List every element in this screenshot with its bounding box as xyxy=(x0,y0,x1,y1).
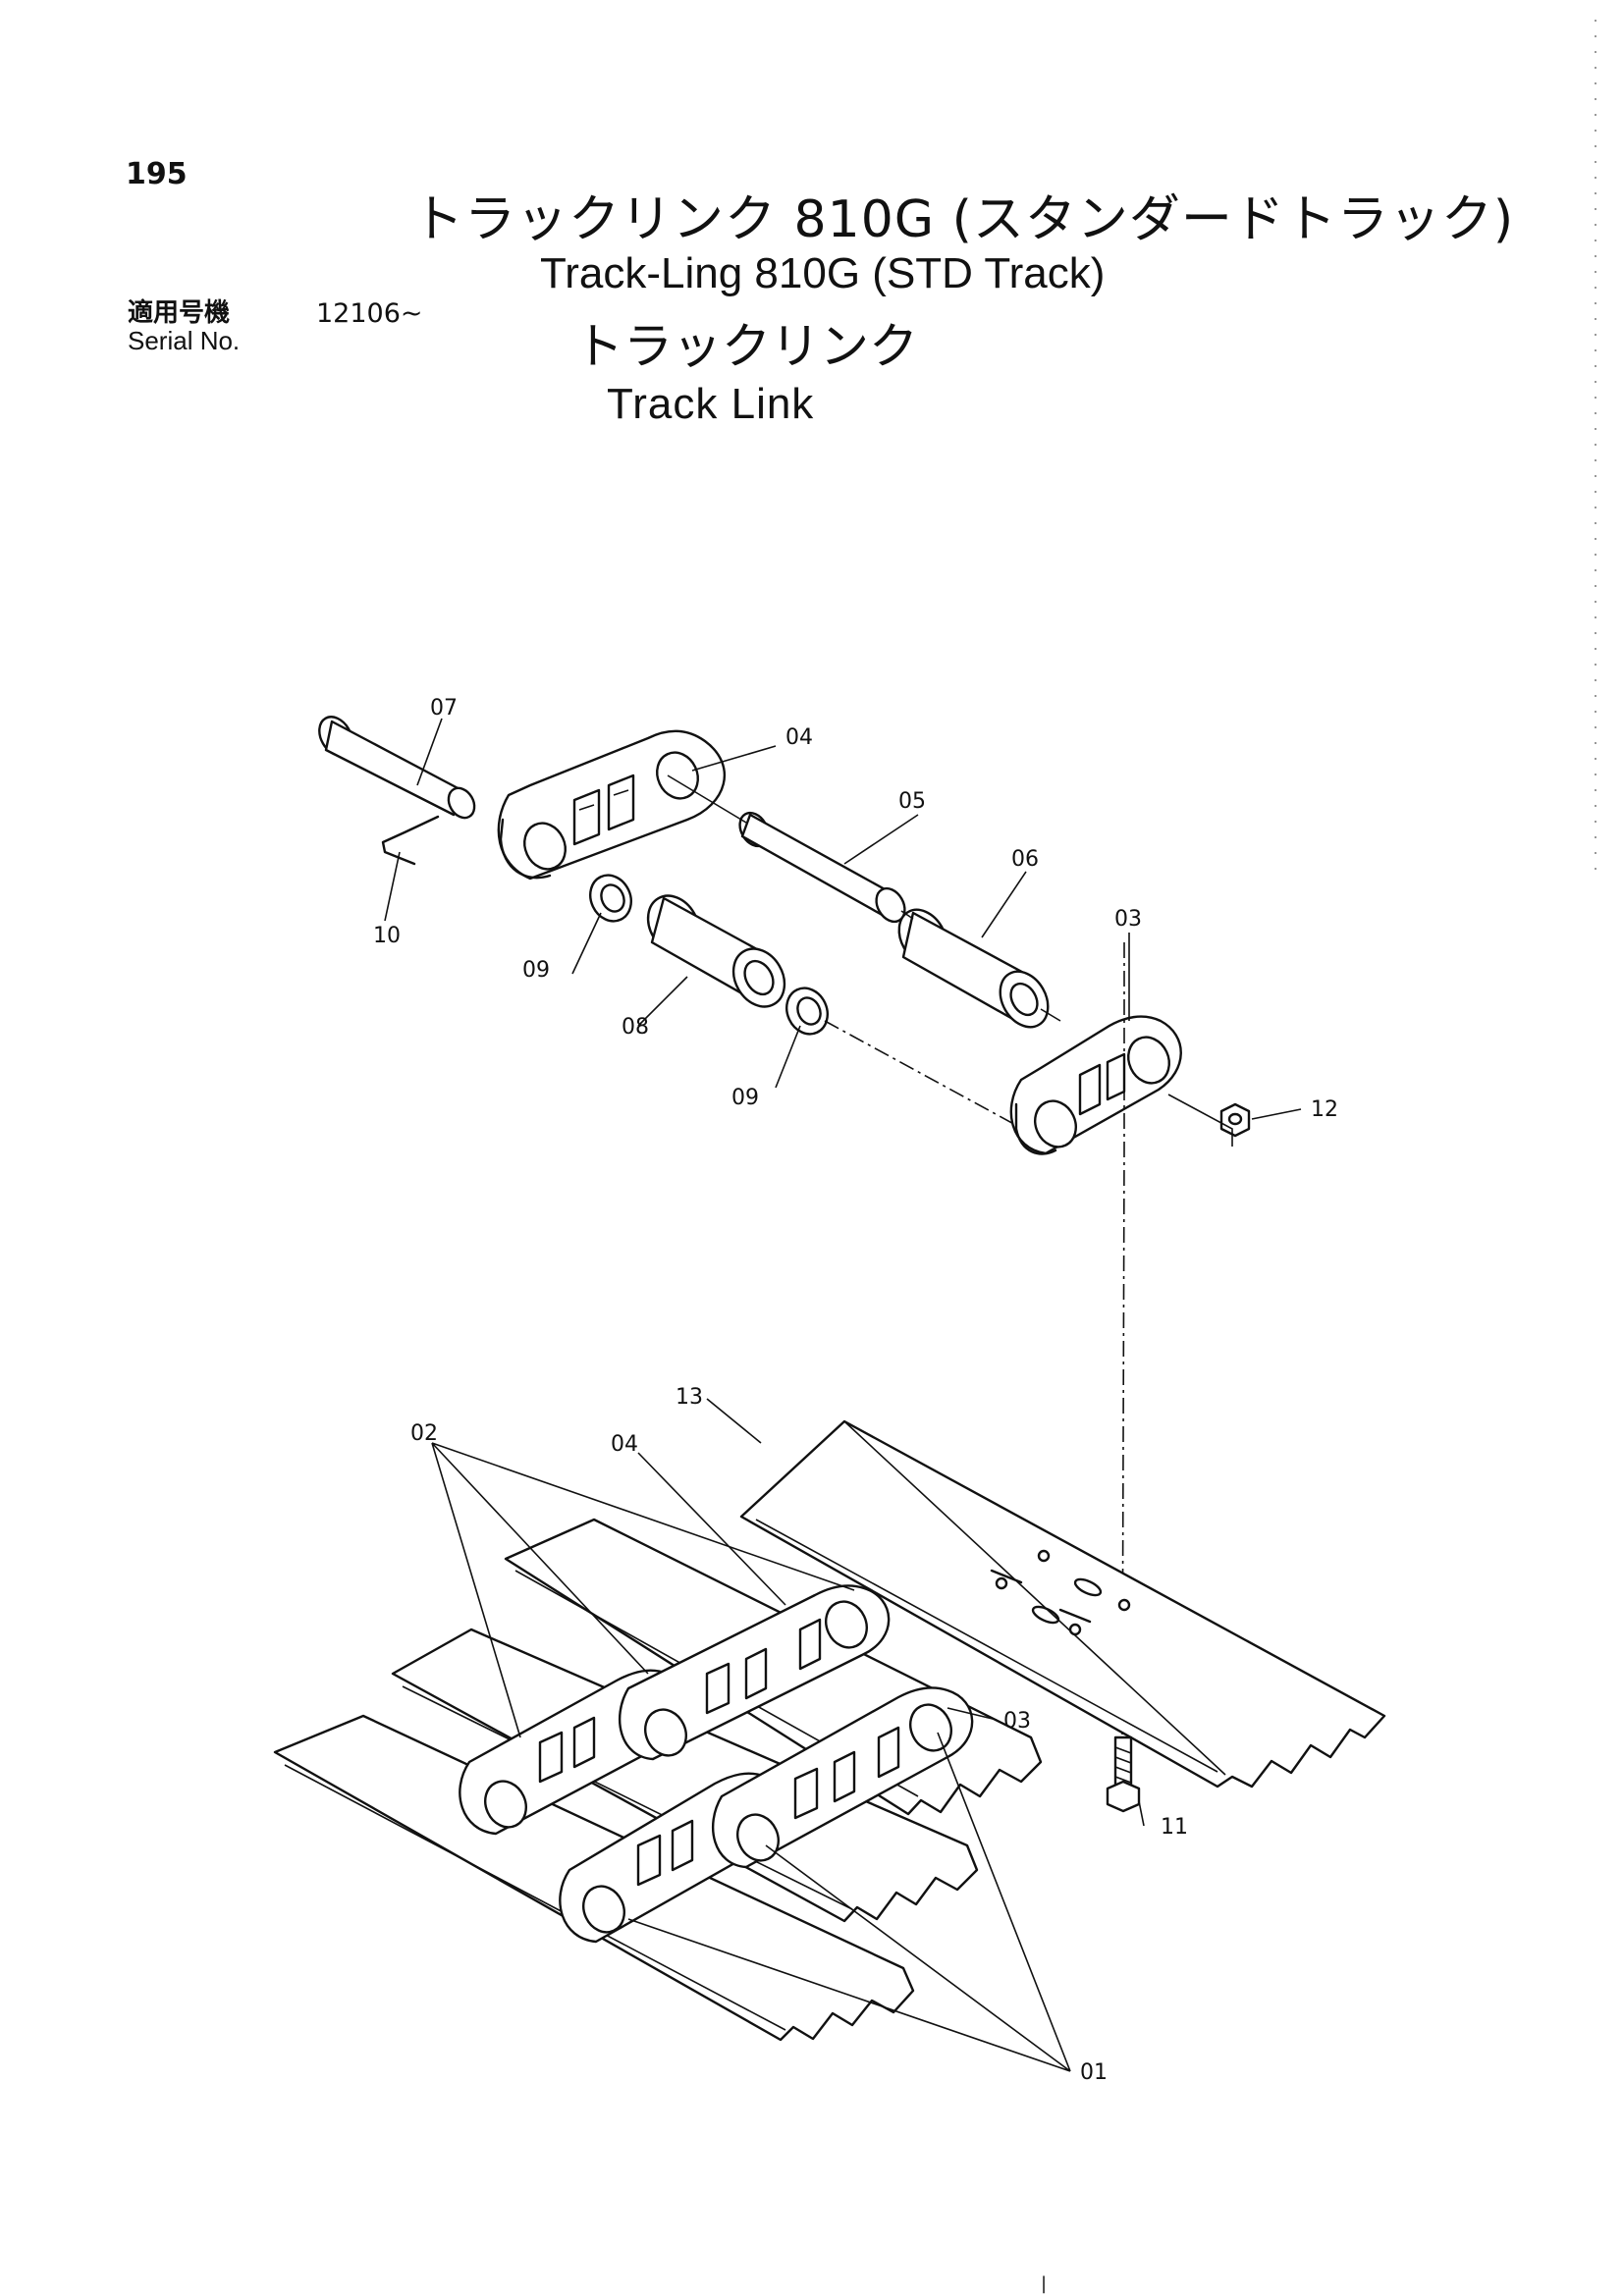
part-03-link-upper xyxy=(1009,1015,1182,1155)
page-number: 195 xyxy=(126,157,188,191)
callout-09-upper: 09 xyxy=(522,958,550,983)
part-11-bolt xyxy=(1106,1735,1141,1813)
part-09-seal-lower xyxy=(785,987,829,1036)
callout-11: 11 xyxy=(1161,1815,1188,1840)
title-english: Track-Ling 810G (STD Track) xyxy=(540,249,1106,297)
callout-01: 01 xyxy=(1080,2060,1108,2085)
serial-label-japanese: 適用号機 xyxy=(128,298,231,328)
assembly-axis xyxy=(824,1020,1042,1140)
serial-value: 12106~ xyxy=(316,298,423,329)
footer-mark: | xyxy=(1041,2273,1048,2294)
part-10-lock-pin xyxy=(381,815,440,866)
title-japanese: トラックリンク 810G (スタンダードトラック) xyxy=(412,190,1515,249)
bolt-axis xyxy=(1121,942,1125,1738)
part-12-nut xyxy=(1219,1102,1251,1138)
callout-08: 08 xyxy=(622,1015,649,1040)
serial-label-english: Serial No. xyxy=(128,326,241,355)
callout-02: 02 xyxy=(410,1421,438,1446)
part-08-bushing xyxy=(646,894,786,1008)
part-02-link-rear xyxy=(459,1584,891,1836)
axis-guide-upper xyxy=(667,774,1061,1022)
callout-07: 07 xyxy=(430,696,458,721)
part-04-link-upper xyxy=(497,729,727,881)
callout-labels: 07 04 05 06 03 10 09 08 09 12 13 02 04 0… xyxy=(373,696,1338,2085)
callout-04-upper: 04 xyxy=(785,725,813,750)
leader-lines xyxy=(384,718,1302,2072)
callout-04-lower: 04 xyxy=(611,1432,638,1457)
callout-12: 12 xyxy=(1311,1097,1338,1122)
callout-03-lower: 03 xyxy=(1003,1709,1031,1734)
callout-10: 10 xyxy=(373,924,401,948)
part-06-bushing xyxy=(897,908,1050,1029)
callout-05: 05 xyxy=(898,789,926,814)
part-13-track-shoe xyxy=(739,1419,1386,1789)
track-shoe-assembly xyxy=(273,1419,1386,2042)
callout-09-lower: 09 xyxy=(731,1086,759,1110)
subtitle-japanese: トラックリンク xyxy=(574,318,918,375)
callout-06: 06 xyxy=(1011,847,1039,872)
part-07-master-pin xyxy=(318,716,476,820)
part-05-pin xyxy=(738,811,906,924)
callout-13: 13 xyxy=(676,1385,703,1410)
part-09-seal-upper xyxy=(589,874,632,923)
callout-03-upper: 03 xyxy=(1114,907,1142,932)
nut-guide-line xyxy=(1167,1094,1233,1147)
subtitle-english: Track Link xyxy=(607,380,815,428)
